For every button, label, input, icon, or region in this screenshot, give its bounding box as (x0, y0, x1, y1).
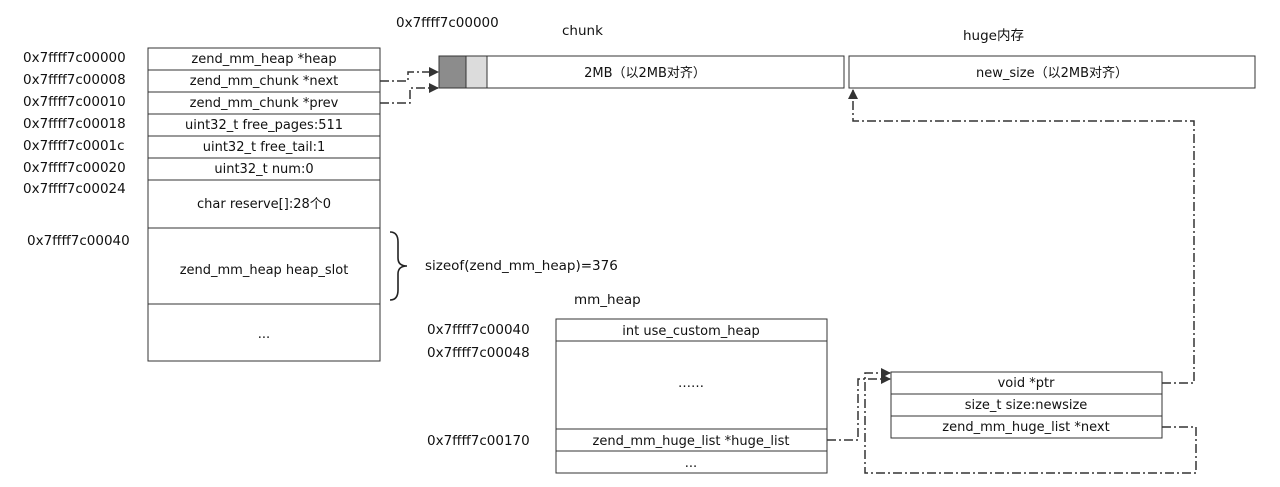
heap-address-6: 0x7ffff7c00024 (23, 181, 126, 197)
heap-field-4: uint32_t free_tail:1 (203, 140, 326, 155)
heap-field-1: zend_mm_chunk *next (190, 74, 338, 89)
mm-heap-cell-3 (555, 450, 828, 474)
huge-label: new_size（以2MB对齐） (976, 65, 1128, 81)
chunk-body (438, 55, 845, 89)
heap-address-4: 0x7ffff7c0001c (23, 138, 125, 154)
mm-heap-address-1: 0x7ffff7c00048 (427, 345, 530, 361)
huge-list-field-2: zend_mm_huge_list *next (942, 420, 1109, 435)
huge-box: new_size（以2MB对齐） (848, 55, 1256, 89)
ptr-to-huge-arrow (848, 89, 1195, 384)
huge-list-field-0: void *ptr (998, 376, 1055, 391)
chunk-address: 0x7ffff7c00000 (396, 15, 499, 31)
prev-pointer-arrow (380, 83, 439, 104)
heap-field-0: zend_mm_heap *heap (191, 52, 336, 67)
huge-title: huge内存 (963, 28, 1024, 44)
sizeof-note: sizeof(zend_mm_heap)=376 (425, 258, 618, 274)
heap-field-7: zend_mm_heap heap_slot (180, 263, 349, 278)
mm-heap-title: mm_heap (574, 292, 641, 308)
heap-address-3: 0x7ffff7c00018 (23, 116, 126, 132)
heap-field-6: char reserve[]:28个0 (197, 197, 331, 212)
huge-list-pointer-arrow (827, 374, 891, 441)
heap-slot-brace (389, 231, 408, 301)
heap-field-3: uint32_t free_pages:511 (185, 118, 343, 133)
next-node-arrow (864, 368, 1197, 474)
heap-cell-8 (147, 303, 381, 362)
heap-address-2: 0x7ffff7c00010 (23, 94, 126, 110)
chunk-label: 2MB（以2MB对齐） (584, 65, 706, 81)
heap-struct: zend_mm_heap *heap zend_mm_chunk *next z… (147, 47, 381, 362)
heap-cell-7 (147, 227, 381, 305)
huge-list-field-1: size_t size:newsize (965, 398, 1088, 413)
heap-field-5: uint32_t num:0 (214, 162, 313, 177)
mm-heap-address-2: 0x7ffff7c00170 (427, 433, 530, 449)
mm-heap-field-2: zend_mm_huge_list *huge_list (593, 434, 790, 449)
heap-address-7: 0x7ffff7c00040 (27, 233, 130, 249)
heap-addresses: 0x7ffff7c00000 0x7ffff7c00008 0x7ffff7c0… (23, 50, 130, 249)
chunk-second-page (465, 55, 488, 89)
huge-list-struct: void *ptr size_t size:newsize zend_mm_hu… (890, 371, 1163, 439)
mm-heap-field-1: …… (678, 376, 704, 391)
mm-heap-struct: int use_custom_heap …… zend_mm_huge_list… (555, 318, 828, 474)
mm-heap-field-3: ... (685, 456, 697, 471)
chunk-title: chunk (562, 23, 603, 39)
heap-address-1: 0x7ffff7c00008 (23, 72, 126, 88)
heap-cell-6 (147, 179, 381, 229)
mm-heap-address-0: 0x7ffff7c00040 (427, 322, 530, 338)
heap-address-5: 0x7ffff7c00020 (23, 160, 126, 176)
heap-field-8: ... (258, 327, 270, 342)
chunk-box: 2MB（以2MB对齐） (438, 55, 845, 89)
huge-body (848, 55, 1256, 89)
chunk-header-page (438, 55, 467, 89)
mm-heap-field-0: int use_custom_heap (622, 324, 759, 339)
heap-field-2: zend_mm_chunk *prev (190, 96, 339, 111)
heap-address-0: 0x7ffff7c00000 (23, 50, 126, 66)
next-pointer-arrow (380, 67, 439, 82)
